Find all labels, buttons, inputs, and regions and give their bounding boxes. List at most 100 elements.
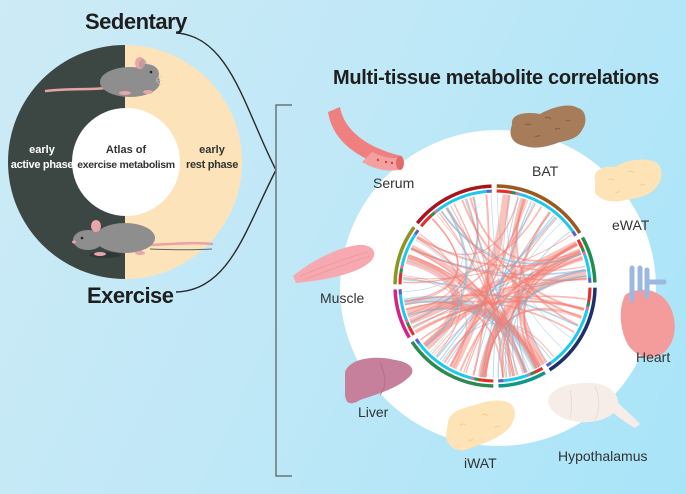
inner-ring-subsegment xyxy=(470,376,475,381)
inner-ring-subsegment xyxy=(399,268,404,274)
tissue-label-muscle: Muscle xyxy=(320,290,365,306)
chord-link xyxy=(403,295,539,370)
inner-ring-subsegment xyxy=(414,338,421,345)
chord-link xyxy=(407,307,527,374)
early-rest-phase-label: early rest phase xyxy=(182,143,242,173)
tissue-label-liver: Liver xyxy=(358,404,389,420)
active-phase-line2: active phase xyxy=(10,159,74,171)
tissue-label-heart: Heart xyxy=(636,349,671,365)
muscle-icon xyxy=(293,244,375,283)
tissue-ring-segment-hypothalamus xyxy=(498,371,546,388)
chord-link xyxy=(517,211,551,369)
inner-ring-subsegment xyxy=(400,265,404,269)
tissue-ring-segment-bat xyxy=(496,184,582,234)
inner-ring-subsegment xyxy=(414,229,420,236)
ewat-tissue-icon xyxy=(594,159,662,202)
tissue-ring-segment-iwat xyxy=(410,340,494,388)
center-circle xyxy=(72,108,180,216)
tissue-ring-segment-liver xyxy=(393,289,411,339)
chord-links xyxy=(403,193,587,379)
inner-ring-subsegment xyxy=(533,366,544,374)
chord-link xyxy=(465,217,558,374)
chord-link xyxy=(404,218,459,303)
chord-link xyxy=(504,275,587,378)
inner-ring-subsegment xyxy=(586,302,591,307)
bat-tissue-icon xyxy=(510,105,586,148)
inner-ring-subsegment xyxy=(478,378,494,383)
inner-ring-subsegment xyxy=(404,319,409,324)
rest-phase-line2: rest phase xyxy=(185,159,239,171)
inner-ring-subsegment xyxy=(582,251,587,256)
chord-link xyxy=(497,193,563,349)
center-title-line2: exercise metabolism xyxy=(77,159,175,171)
inner-ring-subsegment xyxy=(511,190,516,195)
chord-link xyxy=(432,199,529,354)
chord-link xyxy=(403,277,467,369)
serum-blood-vessel-icon xyxy=(328,107,404,171)
chord-link xyxy=(492,196,519,379)
inner-ring-subsegment xyxy=(587,287,592,303)
center-title-line1: Atlas of xyxy=(105,144,147,156)
inner-ring-subsegment xyxy=(571,230,577,237)
iwat-tissue-icon xyxy=(446,400,515,451)
inner-ring-subsegment xyxy=(585,306,590,311)
tissue-label-ewat: eWAT xyxy=(612,217,650,233)
chord-link xyxy=(453,203,516,377)
inner-ring-subsegment xyxy=(545,361,552,367)
sedentary-label: Sedentary xyxy=(85,9,187,34)
inner-ring-subsegment xyxy=(398,272,403,285)
chord-link xyxy=(469,197,581,262)
tissue-ring-segment-heart xyxy=(548,287,597,372)
chord-link xyxy=(424,207,468,347)
inner-ring-subsegment xyxy=(420,214,433,228)
chord-link xyxy=(404,300,504,378)
chord-link xyxy=(459,243,578,372)
chord-link xyxy=(507,195,572,339)
inner-ring-subsegment xyxy=(496,189,512,194)
rest-phase-half xyxy=(125,45,242,279)
heart-icon xyxy=(620,265,675,358)
sedentary-mouse-icon xyxy=(44,57,164,97)
inner-ring-subsegment xyxy=(474,377,479,382)
chord-link xyxy=(481,201,532,378)
inner-ring-subsegment xyxy=(430,211,436,217)
sedentary-connector-curve xyxy=(175,32,277,171)
inner-ring-subsegment xyxy=(526,372,531,377)
chord-link xyxy=(445,207,582,319)
inner-ring-subsegment xyxy=(515,191,520,196)
center-title: Atlas of exercise metabolism xyxy=(76,143,176,173)
tissue-label-iwat: iWAT xyxy=(464,455,497,471)
chord-link xyxy=(410,248,519,376)
inner-ring-subsegment xyxy=(406,322,411,328)
active-phase-line1: early xyxy=(29,144,55,156)
liver-icon xyxy=(345,357,413,404)
chord-link xyxy=(418,233,463,357)
tissue-label-hypothalamus: Hypothalamus xyxy=(558,448,648,464)
chord-link xyxy=(443,251,581,364)
tissue-label-serum: Serum xyxy=(373,175,415,191)
chord-link xyxy=(436,216,557,358)
tissue-ring-segment-muscle xyxy=(393,226,416,285)
inner-ring-subsegment xyxy=(580,247,586,253)
inner-ring-subsegment xyxy=(576,239,584,249)
inner-ring-subsegment xyxy=(529,371,535,376)
chord-link xyxy=(416,237,528,373)
phase-ring xyxy=(8,45,242,279)
exercise-label: Exercise xyxy=(87,283,174,308)
inner-ring-subsegment xyxy=(433,209,439,214)
right-panel-title: Multi-tissue metabolite correlations xyxy=(333,67,659,89)
chord-link xyxy=(472,194,490,376)
bracket xyxy=(275,104,292,477)
exercise-connector-curve xyxy=(175,169,277,293)
hypothalamus-brain-icon xyxy=(548,382,640,428)
early-active-phase-label: early active phase xyxy=(8,143,76,173)
tissue-label-bat: BAT xyxy=(532,163,559,179)
chord-link xyxy=(413,243,578,329)
inner-ring-subsegment xyxy=(407,325,415,336)
chord-link xyxy=(406,260,458,353)
chord-diagram xyxy=(393,184,597,388)
chord-link xyxy=(521,212,552,363)
rest-phase-line1: early xyxy=(199,144,225,156)
tissue-ring-segment-ewat xyxy=(580,236,597,283)
